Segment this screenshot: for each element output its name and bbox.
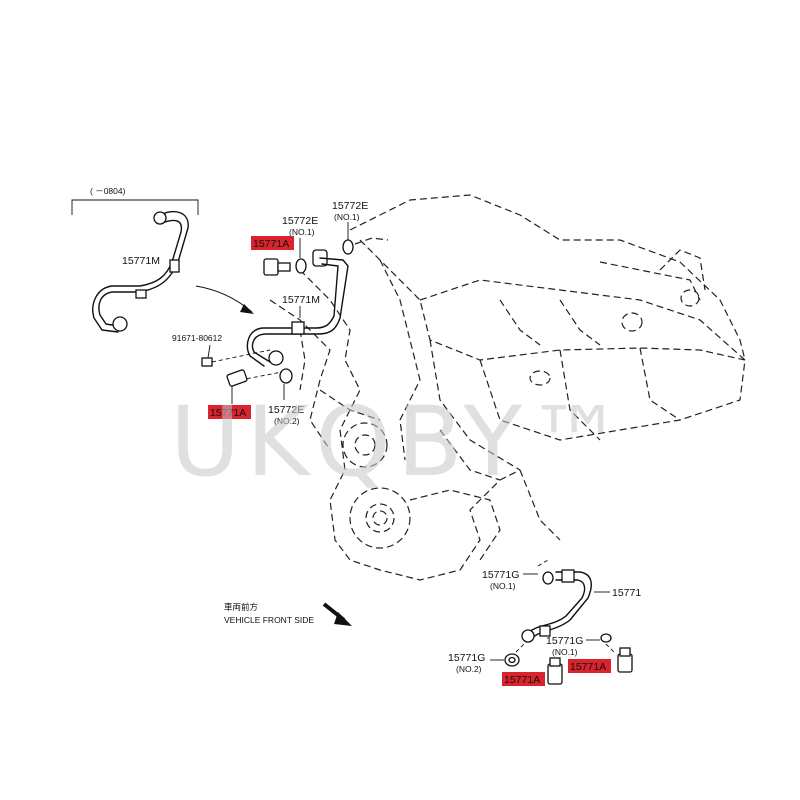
gasket-g-no1-top-sub: (NO.1) [490, 581, 516, 591]
gasket-g-no2-sub: (NO.2) [456, 664, 482, 674]
engine-outline [269, 194, 746, 581]
gasket-e-no1-a-label: 15772E [282, 215, 318, 227]
oil-pipe-15771 [521, 569, 592, 643]
vehicle-front-arrow-icon [322, 602, 352, 626]
union-bolt-right [617, 647, 633, 673]
gasket-g-no2-label: 15771G [448, 652, 485, 664]
bolt-part-label: 91671-80612 [172, 333, 222, 343]
union-bolt-bottom [547, 657, 563, 685]
inset-pipe-label: 15771M [122, 255, 160, 267]
gasket-e-no1-b-label: 15772E [332, 200, 368, 212]
gasket-g-no1-mid-sub: (NO.1) [552, 647, 578, 657]
gasket-e-no1-b-sub: (NO.1) [334, 212, 360, 222]
inset-arrow-head [240, 304, 254, 314]
gasket-g-no2 [504, 653, 520, 667]
union-bolt-left [226, 369, 248, 387]
union-bolt-upper-label: 15771A [253, 238, 289, 250]
oil-pipe-main [246, 257, 349, 384]
gasket-g-no1-mid [600, 633, 612, 643]
union-bolt-left-highlight [208, 405, 251, 419]
small-bolt [201, 357, 213, 367]
vehicle-front-jp: 車両前方 [224, 602, 258, 612]
union-bolt-upper-highlight [251, 236, 294, 250]
inset-oil-pipe [92, 211, 189, 333]
gasket-e-no2-label: 15772E [268, 404, 304, 416]
oil-pipe-15771-label: 15771 [612, 587, 641, 599]
union-bolt-bottom-label: 15771A [504, 674, 540, 686]
gasket-e-no2-sub: (NO.2) [274, 416, 300, 426]
gasket-g-no1-top-label: 15771G [482, 569, 519, 581]
union-bolt-right-label: 15771A [570, 661, 606, 673]
gasket-g-no1-mid-label: 15771G [546, 635, 583, 647]
gasket-e-no1-a-sub: (NO.1) [289, 227, 315, 237]
union-bolt-left-label: 15771A [210, 407, 246, 419]
date-range-label: ( －0804) [90, 186, 126, 196]
watermark-text: UKQBY™ [170, 386, 630, 498]
union-bolt-bottom-highlight [502, 672, 545, 686]
vehicle-front-en: VEHICLE FRONT SIDE [224, 615, 314, 625]
inset-bracket: ( －0804) [71, 186, 199, 215]
union-bolt-right-highlight [568, 659, 611, 673]
oil-pipe-main-label: 15771M [282, 294, 320, 306]
